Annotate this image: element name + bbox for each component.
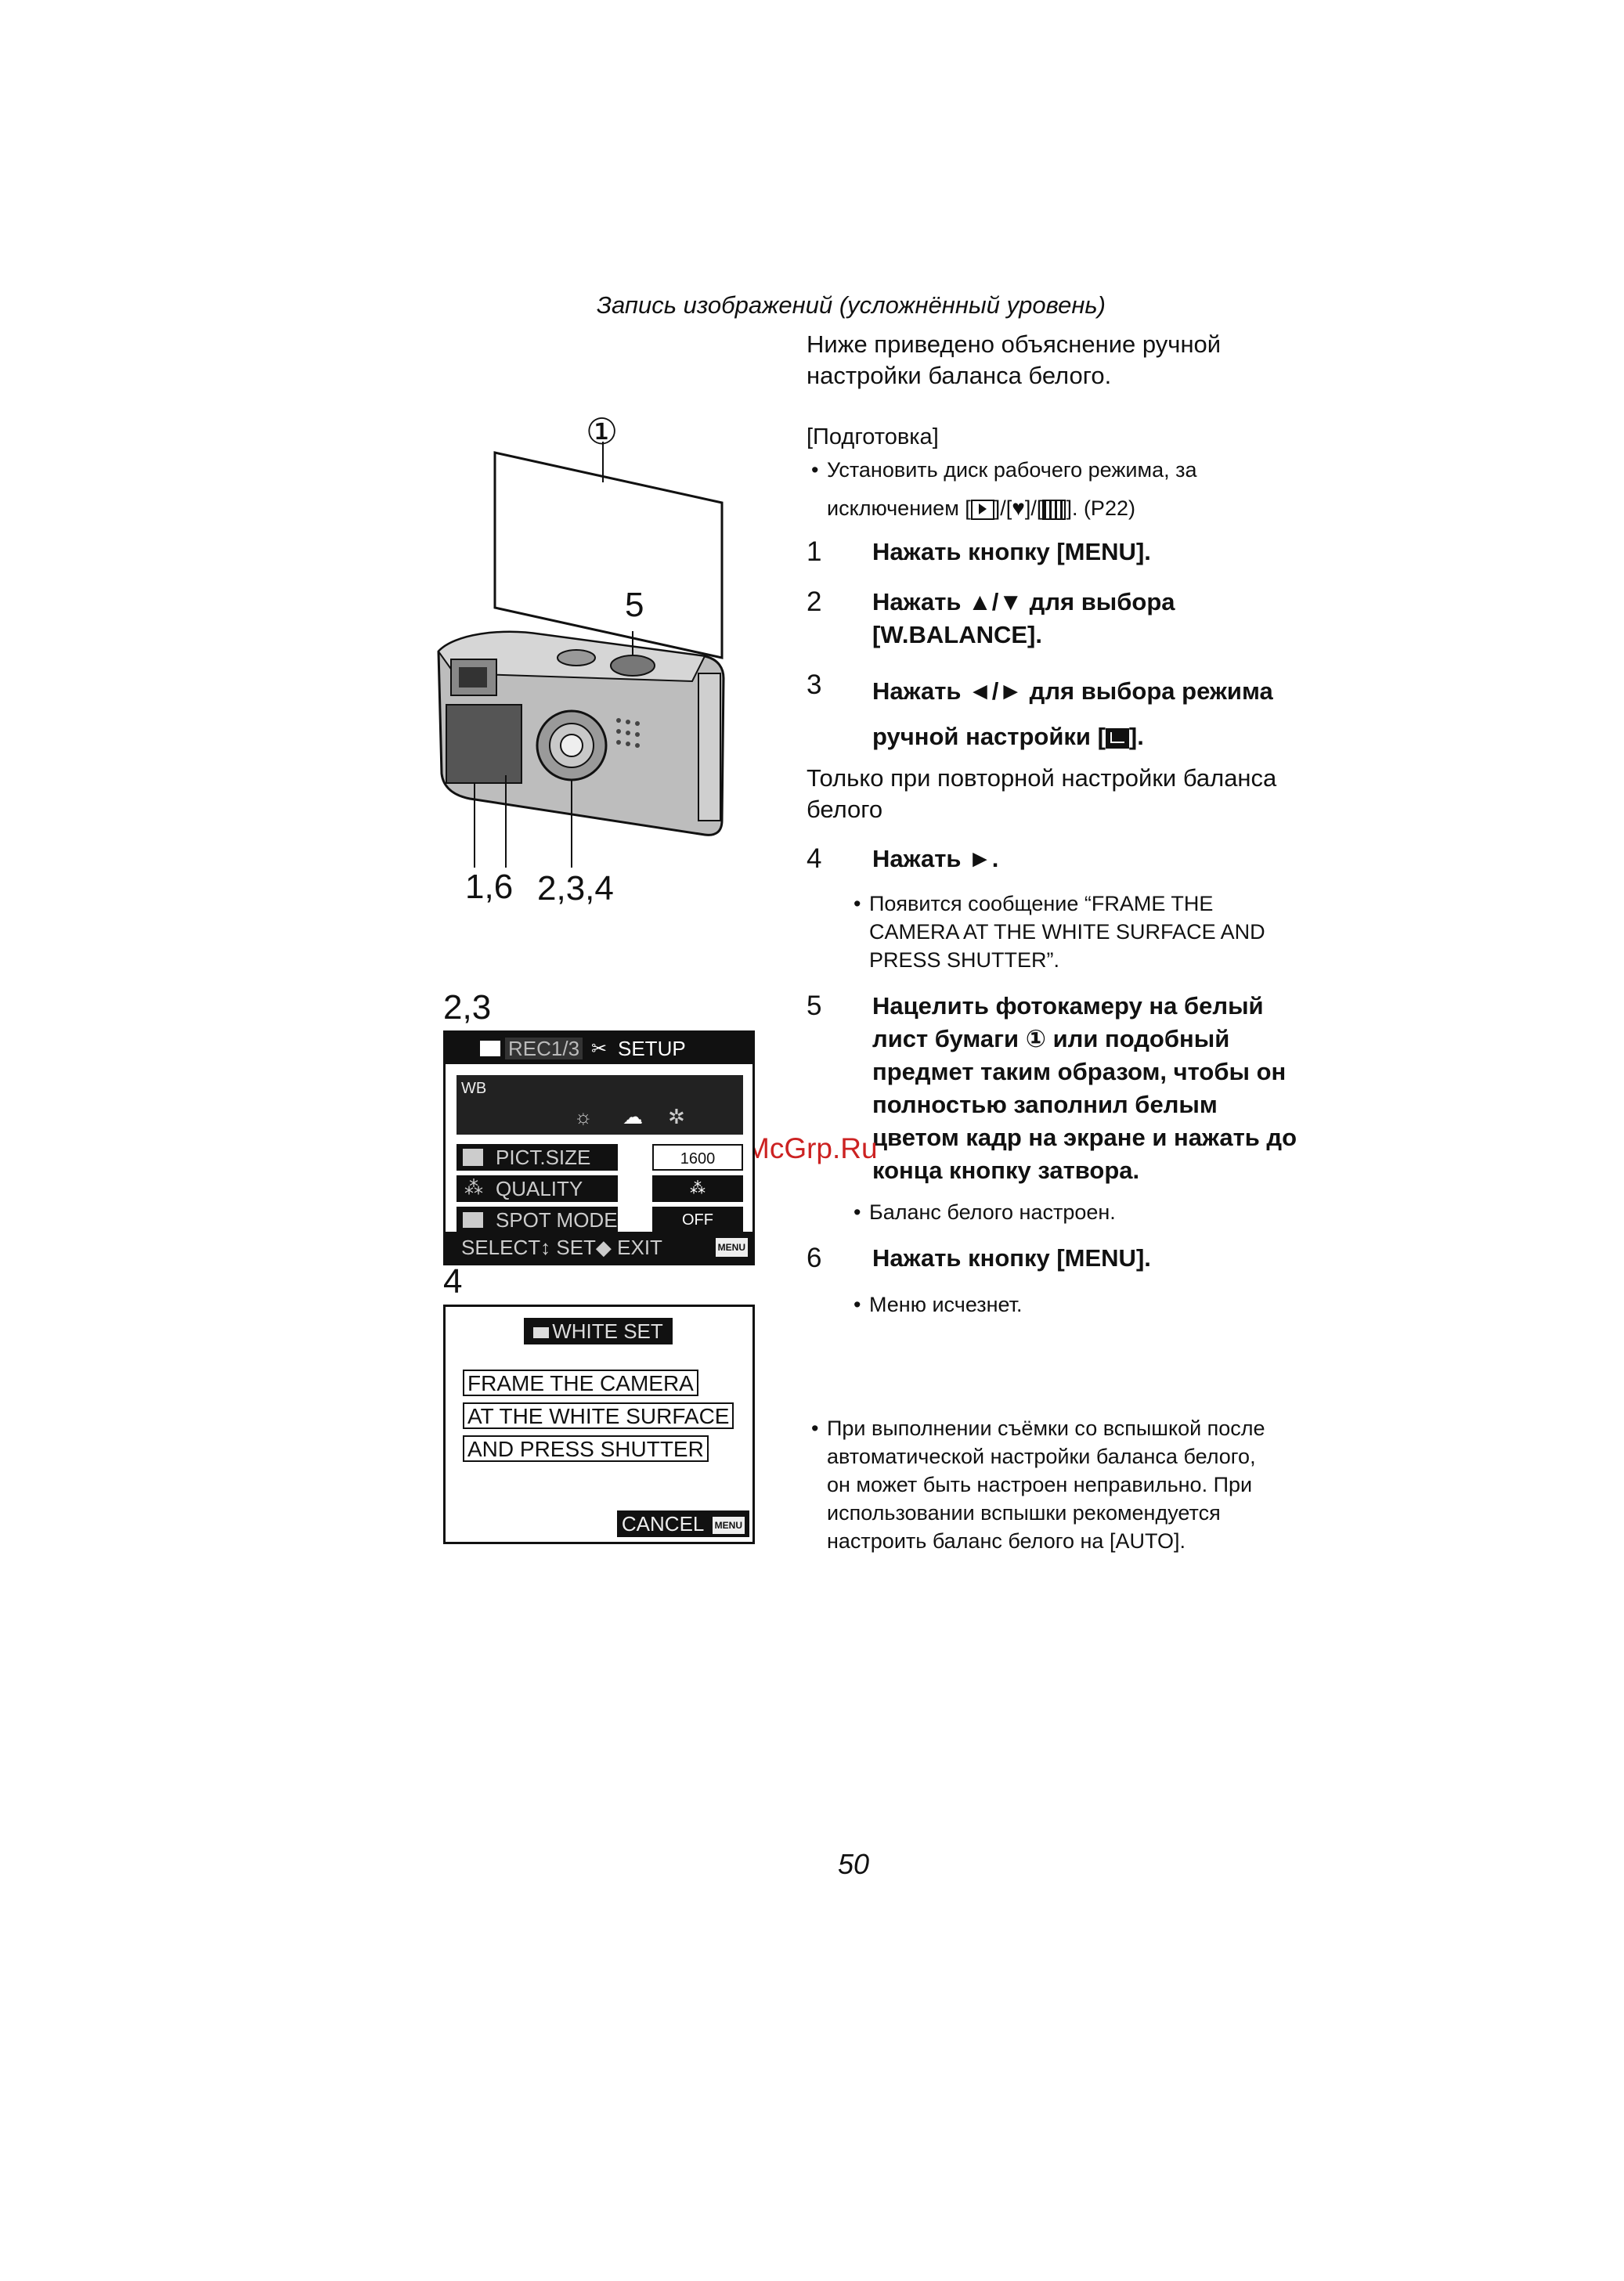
playback-mode-icon	[970, 499, 994, 520]
preparation-heading: [Подготовка]	[807, 424, 939, 449]
step-4-bullet: Появится сообщение “FRAME THE CAMERA AT …	[854, 890, 1265, 974]
quality-icon: ⁂	[464, 1178, 483, 1199]
step-text-line: лист бумаги ① или подобный	[872, 1025, 1230, 1052]
note-line: автоматической настройки баланса белого,	[827, 1445, 1256, 1468]
tab-rec[interactable]: REC1/3	[505, 1038, 583, 1059]
white-set-title-text: WHITE SET	[552, 1319, 663, 1343]
menu-button-icon: MENU	[715, 1238, 748, 1257]
camera-illustration	[437, 442, 725, 868]
step-5-bullet: Баланс белого настроен.	[854, 1198, 1116, 1226]
message-line-3: AND PRESS SHUTTER	[463, 1435, 709, 1462]
wb-label: WB	[461, 1080, 487, 1097]
heart-mode-icon: ♥	[1012, 496, 1025, 520]
step-text: Нажать ►.	[872, 845, 999, 872]
callout-5: 5	[625, 586, 644, 624]
pict-size-icon	[463, 1149, 483, 1166]
menu-row-value: OFF	[652, 1207, 743, 1233]
note-line: использовании вспышки рекомендуется	[827, 1501, 1221, 1525]
step-number: 5	[807, 991, 822, 1021]
cloud-icon: ☁	[623, 1105, 643, 1128]
flash-note: При выполнении съёмки со вспышкой после …	[811, 1414, 1265, 1555]
callout-2-3-4: 2,3,4	[537, 869, 614, 908]
note-line: он может быть настроен неправильно. При	[827, 1473, 1253, 1496]
camera-icon	[480, 1041, 500, 1056]
step-text: Нажать ◄/► для выбора режима ручной наст…	[872, 669, 1373, 760]
bullet-line: Появится сообщение “FRAME THE	[869, 892, 1214, 915]
lcd-menu-tabs: REC1/3 ✂ SETUP	[446, 1033, 752, 1064]
menu-row-label: PICT.SIZE	[457, 1144, 618, 1171]
step-number: 2	[807, 586, 822, 617]
menu-row-label: QUALITY	[457, 1175, 618, 1202]
section-title: Запись изображений (усложнённый уровень)	[597, 291, 1106, 319]
step-number: 1	[807, 536, 822, 567]
step-text-line: предмет таким образом, чтобы он	[872, 1058, 1287, 1085]
menu-row-quality[interactable]: QUALITY ⁂ ⁂	[457, 1175, 743, 1202]
step-text-line: цветом кадр на экране и нажать до	[872, 1124, 1297, 1151]
intro-line-1: Ниже приведено объяснение ручной	[807, 330, 1222, 358]
menu-row-pict-size[interactable]: PICT.SIZE 1600	[457, 1144, 743, 1171]
intro-line-2: настройки баланса белого.	[807, 362, 1112, 389]
callout-sheet: ①	[586, 411, 619, 452]
step-text-line: конца кнопку затвора.	[872, 1157, 1140, 1184]
bullet-line: PRESS SHUTTER”.	[869, 948, 1060, 972]
step-text: Нажать кнопку [MENU].	[872, 1244, 1151, 1272]
motion-image-mode-icon	[1042, 499, 1066, 520]
step-text-line: полностью заполнил белым	[872, 1091, 1218, 1118]
cancel-label: CANCEL	[621, 1512, 704, 1536]
lcd-menu-screen: REC1/3 ✂ SETUP WB ☼ ☁ ✲ PICT.SIZE 1600 Q…	[443, 1030, 755, 1265]
step-number: 4	[807, 843, 822, 874]
step-text: Нажать кнопку [MENU].	[872, 538, 1151, 565]
page-number: 50	[838, 1848, 870, 1880]
step-text-line: Нацелить фотокамеру на белый	[872, 992, 1264, 1020]
note-line: настроить баланс белого на [AUTO].	[827, 1529, 1186, 1553]
figure-label-4: 4	[443, 1262, 463, 1301]
step-text: Нажать ▲/▼ для выбора [W.BALANCE].	[872, 586, 1373, 651]
preparation-bullet-line-2: исключением []/[♥]/[]. (P22)	[827, 496, 1135, 520]
white-balance-bar[interactable]: WB ☼ ☁ ✲	[457, 1075, 743, 1135]
menu-row-label: SPOT MODE	[457, 1207, 618, 1233]
repeat-note-line-1: Только при повторной настройки баланса	[807, 764, 1277, 792]
preparation-bullet-line-1: Установить диск рабочего режима, за	[811, 456, 1196, 484]
preparation-exception-text: исключением [	[827, 496, 971, 520]
camera-figure	[423, 407, 752, 908]
step-text-line: Нажать ▲/▼ для выбора	[872, 588, 1175, 615]
bullet-line: CAMERA AT THE WHITE SURFACE AND	[869, 920, 1265, 944]
footer-hints: SELECT↕ SET◆ EXIT	[461, 1236, 662, 1259]
step-text-line: [W.BALANCE].	[872, 621, 1042, 648]
setup-icon: ✂	[591, 1038, 608, 1059]
tungsten-icon: ✲	[668, 1105, 685, 1128]
step-text: Нацелить фотокамеру на белый лист бумаги…	[872, 990, 1373, 1187]
step-text-end: ].	[1128, 723, 1144, 750]
step-6-bullet: Меню исчезнет.	[854, 1290, 1022, 1319]
sun-icon: ☼	[574, 1105, 593, 1128]
callout-1-6: 1,6	[465, 868, 514, 906]
cancel-button[interactable]: CANCEL MENU	[616, 1510, 749, 1537]
menu-row-spot-mode[interactable]: SPOT MODE OFF	[457, 1207, 743, 1233]
step-text-line: Нажать ◄/► для выбора режима	[872, 677, 1273, 705]
lcd-white-set-screen: WHITE SET FRAME THE CAMERA AT THE WHITE …	[443, 1305, 755, 1544]
menu-button-icon: MENU	[712, 1517, 745, 1535]
message-line-1: FRAME THE CAMERA	[463, 1370, 698, 1396]
message-line-2: AT THE WHITE SURFACE	[463, 1402, 734, 1429]
step-number: 6	[807, 1243, 822, 1273]
preparation-page-ref: ]. (P22)	[1066, 496, 1135, 520]
watermark: McGrp.Ru	[745, 1132, 878, 1164]
figure-label-2-3: 2,3	[443, 988, 492, 1027]
note-line: При выполнении съёмки со вспышкой после	[827, 1417, 1265, 1440]
tab-setup[interactable]: SETUP	[618, 1037, 686, 1060]
spot-mode-icon	[463, 1212, 483, 1228]
white-set-title: WHITE SET	[524, 1318, 673, 1344]
white-set-icon	[1105, 727, 1129, 749]
repeat-note-line-2: белого	[807, 796, 883, 823]
menu-row-value: 1600	[652, 1144, 743, 1171]
white-set-icon	[533, 1327, 550, 1339]
quality-value-icon: ⁂	[652, 1175, 743, 1202]
step-number: 3	[807, 670, 822, 700]
lcd-menu-footer: SELECT↕ SET◆ EXIT MENU	[446, 1232, 752, 1263]
step-text-line: ручной настройки [	[872, 723, 1106, 750]
